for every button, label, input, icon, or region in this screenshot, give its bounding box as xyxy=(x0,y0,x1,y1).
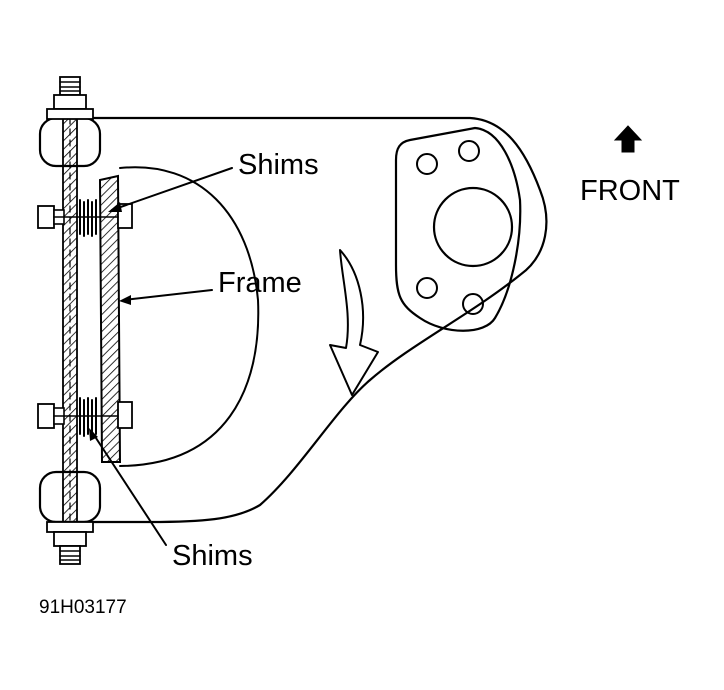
leader-shims-upper xyxy=(111,167,233,211)
upper-shaft-end xyxy=(46,76,94,120)
front-label: FRONT xyxy=(580,175,680,207)
arm-inner-cutout xyxy=(119,166,260,467)
frame-label: Frame xyxy=(218,267,302,299)
lower-shim-pack xyxy=(79,397,97,437)
curved-arrow-icon xyxy=(329,249,379,396)
frame-plate xyxy=(98,174,122,463)
upper-shim-pack xyxy=(79,199,97,237)
leader-frame xyxy=(123,289,213,301)
ball-joint-plate xyxy=(394,126,522,332)
control-arm-outline xyxy=(48,116,548,524)
lower-shaft-end xyxy=(46,521,94,565)
upper-bolt-assembly xyxy=(37,199,133,237)
arrow-up-icon xyxy=(613,125,643,153)
lower-bolt-assembly xyxy=(37,397,133,437)
leader-shims-lower xyxy=(91,431,167,546)
shims-lower-label: Shims xyxy=(172,540,253,572)
figure-id: 91H03177 xyxy=(39,597,127,618)
shims-upper-label: Shims xyxy=(238,149,319,181)
